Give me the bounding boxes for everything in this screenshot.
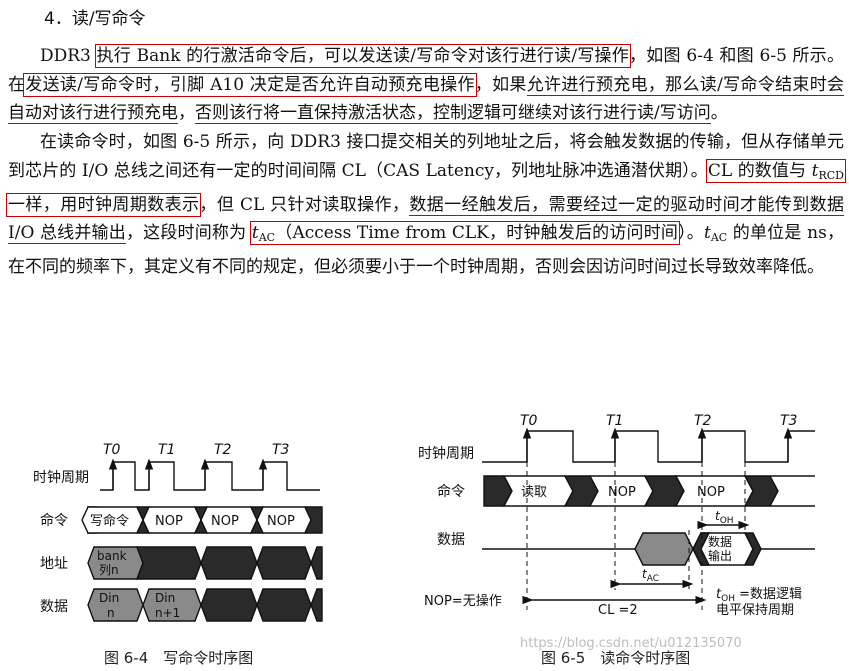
read-tick-t1: T1: [606, 413, 623, 429]
write-row-addr: 地址: [40, 556, 68, 572]
write-nop-1: NOP: [155, 514, 183, 529]
write-row-clock: 时钟周期: [33, 469, 89, 486]
read-clock-wave: [482, 430, 815, 463]
write-nop-3: NOP: [267, 514, 295, 529]
figure-6-5-caption: 图 6-5 读命令时序图: [541, 649, 691, 667]
write-nop-2: NOP: [211, 514, 239, 529]
read-nop-2: NOP: [697, 485, 725, 500]
read-toh-label: tOH: [715, 509, 734, 526]
figure-6-4-caption: 图 6-4 写命令时序图: [104, 649, 254, 667]
read-cl-label: CL =2: [598, 603, 638, 618]
read-toh-definition-l1: tOH =数据逻辑: [716, 587, 802, 604]
paragraph-1: DDR3 执行 Bank 的行激活命令后，可以发送读/写命令对该行进行读/写操作…: [8, 44, 845, 125]
read-nop-definition: NOP=无操作: [424, 593, 502, 609]
section-heading: 4．读/写命令: [44, 9, 146, 29]
read-toh-definition-l2: 电平保持周期: [716, 603, 794, 618]
write-row-cmd: 命令: [40, 512, 68, 529]
write-addr-bank: bank: [97, 549, 127, 563]
write-tick-t1: T1: [158, 442, 175, 458]
read-data-out-l2: 输出: [708, 548, 732, 563]
read-tac-label: tAC: [642, 567, 659, 584]
read-cmd-label: 读取: [521, 485, 547, 500]
watermark: https://blog.csdn.net/u012135070: [520, 636, 742, 651]
write-tick-t0: T0: [103, 442, 121, 458]
underline-1: 允许进行预充电，那么读/写命令结束时会自动对该行进行预充电: [8, 74, 845, 125]
read-row-clock: 时钟周期: [418, 445, 474, 462]
underline-2: 否则该行将一直保持激活状态，控制逻辑可继续对该行进行读/写访问: [195, 103, 711, 125]
paragraph-2: 在读命令时，如图 6-5 所示，向 DDR3 接口提交相关的列地址之后，将会触发…: [6, 132, 846, 277]
read-data-out-l1: 数据: [708, 534, 732, 549]
read-nop-1: NOP: [608, 485, 636, 500]
write-timing-figure: [81, 458, 323, 622]
underline-3: 数据一经触发后，需要经过一定的驱动时间才能传到数据 I/O 总线并输出: [8, 194, 845, 245]
write-row-data: 数据: [40, 599, 68, 615]
write-clock-wave: [100, 461, 320, 491]
highlight-box-2: 发送读/写命令时，引脚 A10 决定是否允许自动预充电操作: [23, 72, 477, 97]
highlight-box-4: tAC（Access Time from CLK，时钟触发后的访问时间: [249, 221, 681, 246]
read-tick-t3: T3: [780, 413, 797, 429]
write-tick-t3: T3: [272, 442, 289, 458]
highlight-box-3: CL 的数值与 tRCD 一样，用时钟周期数表示: [6, 158, 846, 217]
body-text: DDR3 执行 Bank 的行激活命令后，可以发送读/写命令对该行进行读/写操作…: [6, 42, 846, 282]
write-addr-col: 列n: [99, 563, 119, 577]
write-data1-l1: Din: [99, 591, 119, 605]
highlight-box-1: 执行 Bank 的行激活命令后，可以发送读/写命令对该行进行读/写操作: [94, 44, 632, 68]
write-data2-l2: n+1: [155, 606, 180, 620]
read-tick-t2: T2: [694, 413, 712, 429]
read-tick-t0: T0: [520, 413, 538, 429]
write-data2-l1: Din: [155, 591, 175, 605]
read-row-cmd: 命令: [437, 483, 465, 500]
write-cmd-label: 写命令: [90, 513, 129, 529]
write-data1-l2: n: [107, 606, 115, 620]
write-tick-t2: T2: [214, 442, 232, 458]
read-timing-figure: [482, 427, 815, 610]
read-row-data: 数据: [437, 532, 465, 548]
